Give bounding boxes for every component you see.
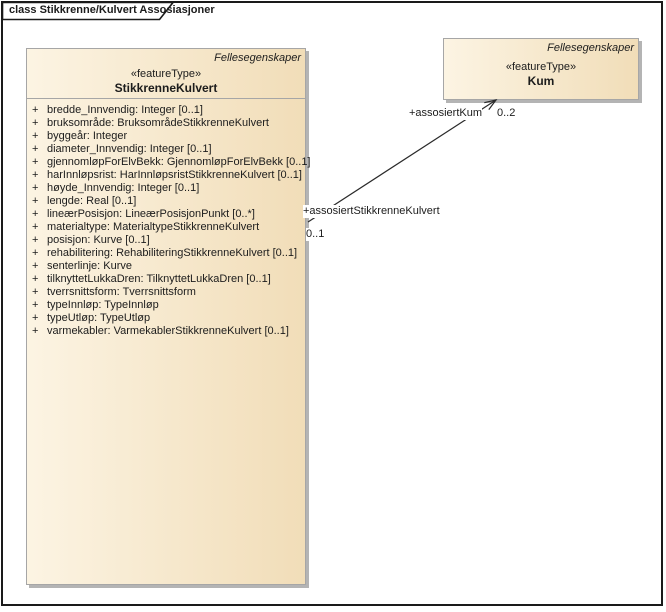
visibility-marker: + (32, 169, 39, 181)
visibility-marker: + (32, 273, 39, 285)
visibility-marker: + (32, 117, 39, 129)
attribute-row: + typeUtløp: TypeUtløp (27, 312, 305, 325)
visibility-marker: + (32, 195, 39, 207)
attribute-text: gjennomløpForElvBekk: GjennomløpForElvBe… (47, 156, 311, 168)
attribute-text: byggeår: Integer (47, 130, 128, 142)
attribute-text: senterlinje: Kurve (47, 260, 132, 272)
attribute-row: + lineærPosisjon: LineærPosisjonPunkt [0.… (27, 208, 305, 221)
association-source-role-label: +assosiertStikkrenneKulvert (303, 205, 440, 218)
attribute-row: + byggeår: Integer (27, 130, 305, 143)
attribute-text: typeUtløp: TypeUtløp (47, 312, 151, 324)
attribute-row: + typeInnløp: TypeInnløp (27, 299, 305, 312)
attribute-row: + gjennomløpForElvBekk: GjennomløpForElvB… (27, 156, 311, 169)
visibility-marker: + (32, 312, 39, 324)
attribute-row: + harInnløpsrist: HarInnløpsristStikkrenn… (27, 169, 305, 182)
visibility-marker: + (32, 299, 39, 311)
attribute-text: høyde_Innvendig: Integer [0..1] (47, 182, 200, 194)
attribute-text: posisjon: Kurve [0..1] (47, 234, 150, 246)
attribute-row: + tverrsnittsform: Tverrsnittsform (27, 286, 305, 299)
attribute-row: + diameter_Innvendig: Integer [0..1] (27, 143, 305, 156)
class-header: Fellesegenskaper «featureType» Kum (444, 39, 638, 88)
stereotype-label: «featureType» (130, 68, 202, 80)
visibility-marker: + (32, 234, 39, 246)
attribute-text: tilknyttetLukkaDren: TilknyttetLukkaDren… (47, 273, 271, 285)
attribute-text: harInnløpsrist: HarInnløpsristStikkrenne… (47, 169, 302, 181)
attribute-text: lengde: Real [0..1] (47, 195, 137, 207)
attribute-row: + lengde: Real [0..1] (27, 195, 305, 208)
visibility-marker: + (32, 247, 39, 259)
attribute-text: varmekabler: VarmekablerStikkrenneKulver… (47, 325, 289, 337)
attribute-row: + varmekabler: VarmekablerStikkrenneKulve… (27, 325, 305, 338)
visibility-marker: + (32, 182, 39, 194)
attribute-row: + posisjon: Kurve [0..1] (27, 234, 305, 247)
stereotype-label: «featureType» (505, 61, 577, 73)
attribute-text: tverrsnittsform: Tverrsnittsform (47, 286, 196, 298)
diagram-title: class Stikkrenne/Kulvert Assosiasjoner (9, 4, 215, 16)
attribute-text: materialtype: MaterialtypeStikkrenneKulv… (47, 221, 260, 233)
visibility-marker: + (32, 143, 39, 155)
visibility-marker: + (32, 286, 39, 298)
visibility-marker: + (32, 130, 39, 142)
class-name: Kum (527, 74, 555, 88)
package-label: Fellesegenskaper (547, 42, 634, 54)
visibility-marker: + (32, 325, 39, 337)
attribute-list: + bredde_Innvendig: Integer [0..1] + brukso… (27, 99, 311, 338)
attribute-row: + bredde_Innvendig: Integer [0..1] (27, 104, 305, 117)
attribute-row: + senterlinje: Kurve (27, 260, 305, 273)
attribute-text: lineærPosisjon: LineærPosisjonPunkt [0..… (47, 208, 255, 220)
visibility-marker: + (32, 260, 39, 272)
class-name: StikkrenneKulvert (114, 81, 218, 95)
visibility-marker: + (32, 156, 39, 168)
class-box-kum[interactable]: Fellesegenskaper «featureType» Kum (443, 38, 639, 100)
visibility-marker: + (32, 221, 39, 233)
attribute-row: + rehabilitering: RehabiliteringStikkrenn… (27, 247, 305, 260)
association-target-role-label: +assosiertKum (407, 107, 482, 120)
package-label: Fellesegenskaper (214, 52, 301, 64)
attribute-row: + bruksområde: BruksområdeStikkrenneKulve… (27, 117, 305, 130)
attribute-row: + høyde_Innvendig: Integer [0..1] (27, 182, 305, 195)
attribute-text: diameter_Innvendig: Integer [0..1] (47, 143, 212, 155)
attribute-text: typeInnløp: TypeInnløp (47, 299, 159, 311)
attribute-row: + tilknyttetLukkaDren: TilknyttetLukkaDre… (27, 273, 305, 286)
attribute-row: + materialtype: MaterialtypeStikkrenneKul… (27, 221, 305, 234)
visibility-marker: + (32, 208, 39, 220)
class-box-stikkrennekulvert[interactable]: Fellesegenskaper «featureType» Stikkrenn… (26, 48, 311, 585)
attribute-text: bredde_Innvendig: Integer [0..1] (47, 104, 203, 116)
attribute-text: bruksområde: BruksområdeStikkrenneKulver… (47, 117, 269, 129)
class-header: Fellesegenskaper «featureType» Stikkrenn… (27, 49, 305, 99)
attribute-text: rehabilitering: RehabiliteringStikkrenne… (47, 247, 298, 259)
association-source-multiplicity: 0..1 (306, 228, 325, 241)
association-target-multiplicity: 0..2 (497, 107, 516, 120)
visibility-marker: + (32, 104, 39, 116)
